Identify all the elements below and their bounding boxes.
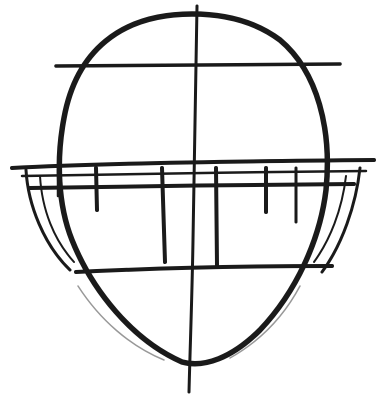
lower-horizontal-guide: [76, 266, 332, 272]
top-horizontal-guide: [56, 64, 340, 66]
eye-band-lower-line: [30, 184, 354, 188]
band-tick-3: [216, 168, 217, 265]
jaw-hint-left: [78, 286, 164, 360]
band-tick-2: [162, 168, 165, 262]
band-tick-1: [96, 168, 97, 210]
